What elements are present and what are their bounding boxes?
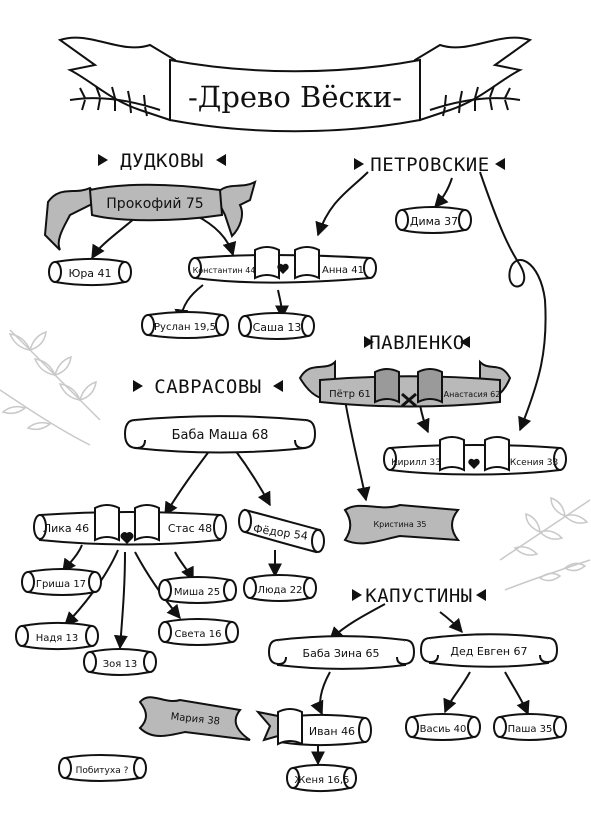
person-label: Надя 13: [36, 633, 78, 644]
person-mariya: Мария 38: [138, 696, 251, 741]
family-heading-pavlenko: ПАВЛЕНКО: [364, 332, 470, 354]
person-baba-masha: Баба Маша 68: [123, 415, 317, 454]
person-label: Дед Евген 67: [450, 645, 527, 658]
family-heading-kapustiny: КАПУСТИНЫ: [352, 585, 486, 607]
family-label: ДУДКОВЫ: [120, 150, 204, 172]
person-label: Лика 46: [43, 522, 89, 535]
person-kristina: Кристина 35: [343, 503, 461, 545]
person-label: Миша 25: [174, 587, 220, 598]
person-misha: Миша 25: [158, 576, 237, 604]
heart-icon: [468, 458, 480, 469]
page-title: -Древо Вёски-: [188, 80, 402, 114]
person-label: Пётр 61: [329, 389, 371, 400]
couple-konstantin-anna: Константин 44 Анна 41: [188, 246, 377, 284]
person-label: Паша 35: [508, 724, 553, 735]
person-label: Люда 22: [258, 585, 303, 596]
couple-petr-anastasia: Пётр 61 Анастасия 62: [298, 359, 512, 408]
person-label: Руслан 19,5: [154, 322, 216, 333]
family-label: ПЕТРОВСКИЕ: [370, 154, 489, 176]
person-label: Анастасия 62: [444, 390, 501, 399]
family-label: ПАВЛЕНКО: [369, 332, 465, 354]
fern-leaves-icon: [69, 85, 521, 117]
person-grisha: Гриша 17: [21, 568, 102, 596]
heart-icon: [120, 532, 134, 544]
couple-lika-stas: Лика 46 Стас 48: [33, 504, 227, 546]
person-prokofiy: Прокофий 75: [43, 180, 257, 251]
person-vasil: Васиь 40: [405, 713, 481, 741]
person-label: Стас 48: [168, 522, 212, 535]
family-label: КАПУСТИНЫ: [365, 585, 472, 607]
person-label: Дима 37: [410, 215, 458, 228]
person-label: Женя 16,5: [295, 775, 350, 786]
couple-kirill-ksenia: Кирилл 33 Ксения 33: [383, 436, 567, 476]
person-label: Иван 46: [309, 725, 355, 738]
person-sasha: Саша 13: [238, 312, 315, 340]
family-heading-petrovskie: ПЕТРОВСКИЕ: [354, 154, 505, 176]
person-pasha: Паша 35: [493, 713, 567, 741]
person-label: Юра 41: [68, 267, 111, 280]
heart-icon: [277, 263, 289, 274]
person-ruslan: Руслан 19,5: [141, 311, 229, 339]
person-baba-zina: Баба Зина 65: [267, 635, 416, 670]
family-heading-savrasovy: САВРАСОВЫ: [133, 376, 283, 398]
person-label: Мария 38: [170, 711, 220, 727]
person-zoya: Зоя 13: [83, 648, 157, 676]
person-nadya: Надя 13: [15, 622, 99, 650]
person-label: Прокофий 75: [106, 196, 203, 212]
person-label: Кирилл 33: [391, 458, 441, 468]
person-label: Анна 41: [322, 265, 364, 276]
person-lyuda: Люда 22: [243, 574, 317, 602]
family-heading-dudkovy: ДУДКОВЫ: [98, 150, 226, 172]
person-label: Баба Зина 65: [303, 647, 380, 660]
person-ivan: Иван 46: [255, 708, 372, 746]
person-label: Баба Маша 68: [172, 428, 269, 443]
person-label: Зоя 13: [103, 659, 137, 670]
person-label: Константин 44: [193, 266, 256, 275]
family-label: САВРАСОВЫ: [154, 376, 261, 398]
person-yura: Юра 41: [48, 258, 132, 286]
title-banner: -Древо Вёски-: [57, 36, 533, 133]
person-ded-evgen: Дед Евген 67: [419, 633, 559, 668]
person-sveta: Света 16: [158, 618, 239, 646]
person-label: Кристина 35: [373, 520, 426, 529]
person-label: Гриша 17: [36, 579, 86, 590]
person-pobitukha: Побитуха ?: [58, 754, 147, 782]
person-label: Побитуха ?: [76, 766, 129, 776]
person-label: Ксения 33: [510, 458, 558, 468]
person-label: Васиь 40: [420, 724, 467, 735]
person-label: Саша 13: [253, 321, 302, 334]
fern-leaves-icon: [0, 329, 101, 446]
person-label: Света 16: [175, 629, 222, 640]
person-zhenya: Женя 16,5: [286, 764, 357, 792]
crossed-bones-icon: [401, 392, 417, 408]
person-fedor: Фёдор 54: [238, 508, 325, 554]
person-dima: Дима 37: [395, 206, 472, 234]
fern-leaves-icon: [499, 496, 591, 591]
